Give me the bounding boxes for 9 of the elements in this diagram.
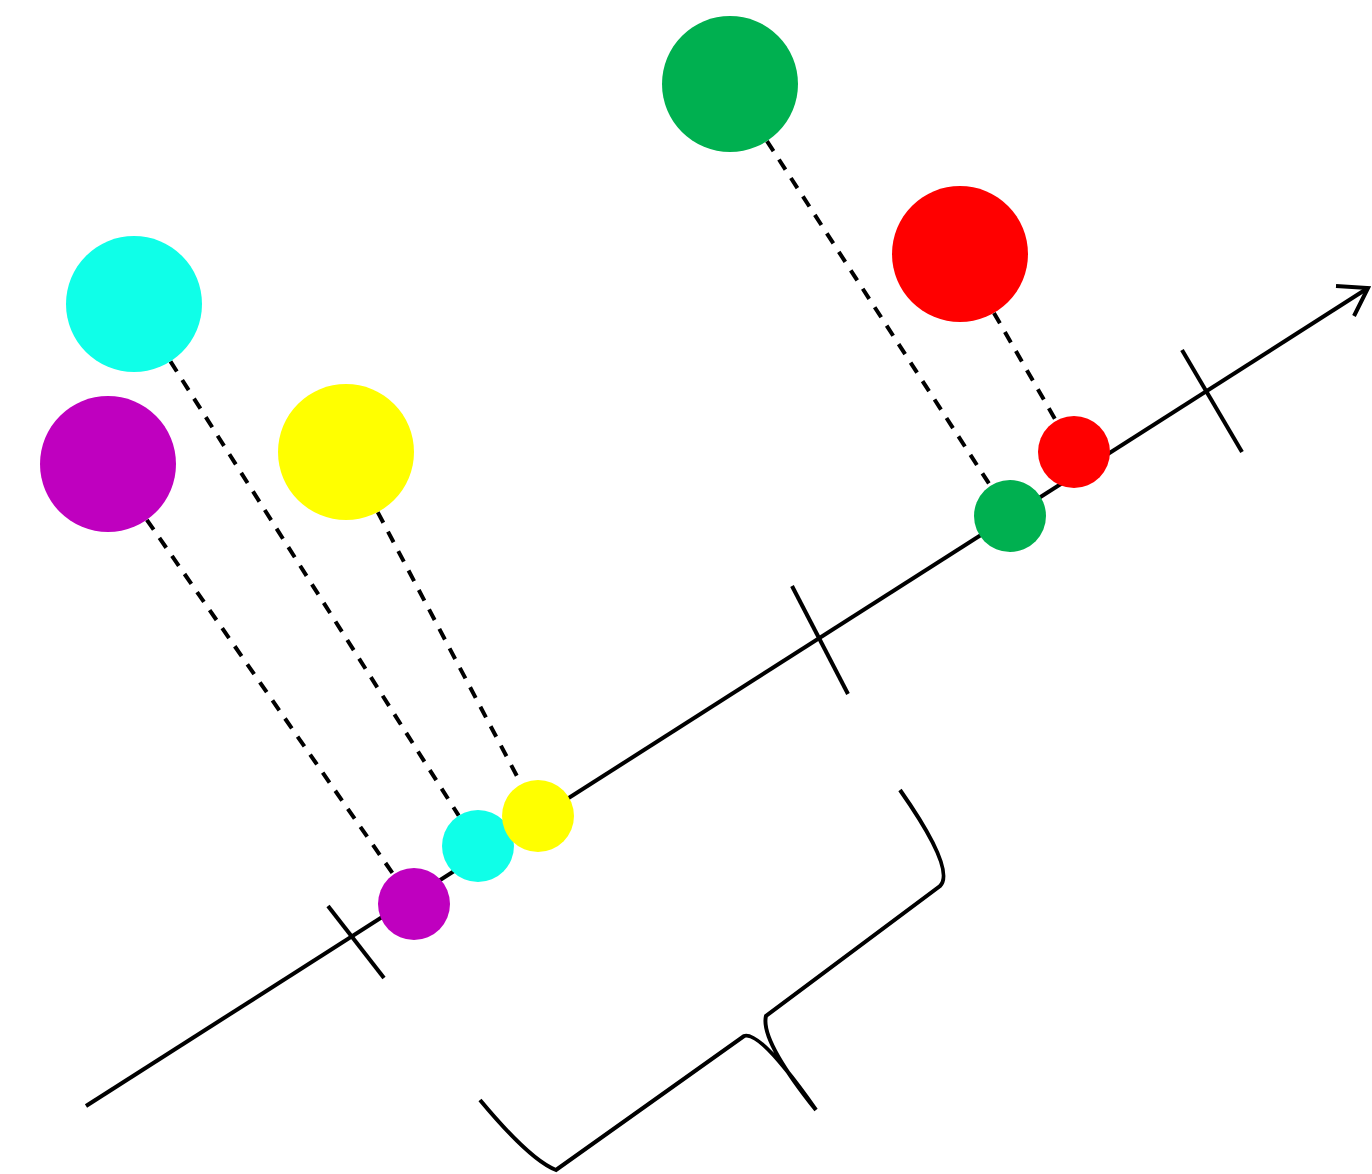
connector-line bbox=[168, 360, 461, 817]
connector-line bbox=[992, 311, 1058, 422]
circle bbox=[974, 480, 1046, 552]
circle bbox=[378, 868, 450, 940]
connector-line bbox=[145, 518, 396, 876]
connector-line bbox=[765, 139, 993, 487]
circle bbox=[442, 810, 514, 882]
circle bbox=[1038, 416, 1110, 488]
circle bbox=[502, 780, 574, 852]
